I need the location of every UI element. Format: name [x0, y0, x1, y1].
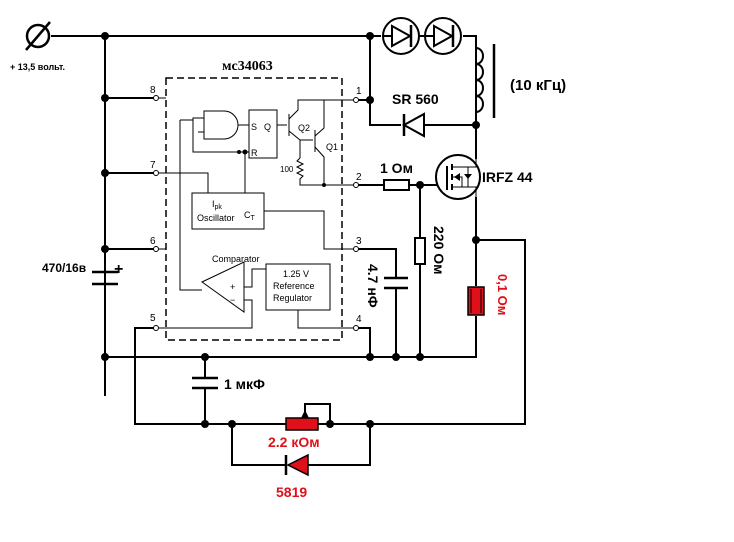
inductor-icon: [474, 44, 496, 118]
schottky-label: SR 560: [392, 91, 439, 107]
pin-2-label: 2: [356, 172, 362, 183]
latch-s-label: S: [251, 122, 257, 132]
pin-6-label: 6: [150, 236, 156, 247]
timing-capacitor-icon: [384, 276, 408, 290]
potentiometer-icon: [285, 410, 319, 431]
r100-label: 100: [280, 165, 294, 174]
latch-q-label: Q: [264, 122, 271, 132]
supply-label: + 13,5 вольт.: [10, 62, 65, 72]
mosfet-icon: [435, 154, 481, 200]
diode-5819-icon: [284, 453, 309, 477]
pin-7-label: 7: [150, 160, 156, 171]
filter-capacitor-label: 1 мкФ: [224, 376, 265, 392]
mosfet-label: IRFZ 44: [482, 169, 533, 185]
ref-line-2: Reference: [273, 281, 315, 291]
schottky-diode-icon: [401, 112, 425, 138]
ref-line-1: 1.25 V: [283, 269, 309, 279]
pin-8-label: 8: [150, 85, 156, 96]
wires: [51, 35, 526, 466]
gate-resistor-icon: [383, 179, 410, 191]
pin-3-label: 3: [356, 236, 362, 247]
sense-resistor-icon: [467, 286, 485, 316]
supply-terminal-icon: [25, 21, 51, 51]
pin-1-label: 1: [356, 86, 362, 97]
ref-line-3: Regulator: [273, 293, 312, 303]
q2-label: Q2: [298, 123, 310, 133]
series-diode-icon-2: [419, 17, 462, 55]
comparator-label: Comparator: [212, 254, 260, 264]
series-diode-icon: [382, 17, 420, 55]
potentiometer-label: 2.2 кОм: [268, 434, 320, 450]
latch-r-label: R: [251, 148, 258, 158]
ic-pins: [153, 95, 359, 331]
timing-capacitor-label: 4.7 нФ: [365, 264, 381, 308]
osc-ipk-label: Ipk: [212, 199, 222, 211]
comparator-minus: −: [230, 295, 235, 305]
pin-4-label: 4: [356, 314, 362, 325]
ic-internals: [166, 99, 342, 329]
ic-name: мс34063: [222, 59, 273, 74]
q1-label: Q1: [326, 142, 338, 152]
gate-resistor-label: 1 Ом: [380, 160, 413, 176]
diode-5819-label: 5819: [276, 484, 307, 500]
bulk-capacitor-plus: +: [114, 261, 123, 278]
pulldown-resistor-label: 220 Ом: [431, 226, 447, 275]
osc-name-label: Oscillator: [197, 213, 235, 223]
pulldown-resistor-icon: [414, 237, 426, 265]
filter-capacitor-icon: [192, 376, 218, 390]
bulk-capacitor-label: 470/16в: [42, 261, 86, 275]
bulk-capacitor-icon: [92, 270, 118, 300]
comparator-plus: +: [230, 282, 235, 292]
pin-5-label: 5: [150, 313, 156, 324]
osc-ct-label: CT: [244, 210, 256, 222]
ic-package-outline: [165, 77, 343, 341]
frequency-label: (10 кГц): [510, 77, 566, 94]
junction-dots: [101, 32, 480, 428]
sense-resistor-label: 0,1 Ом: [495, 274, 510, 315]
